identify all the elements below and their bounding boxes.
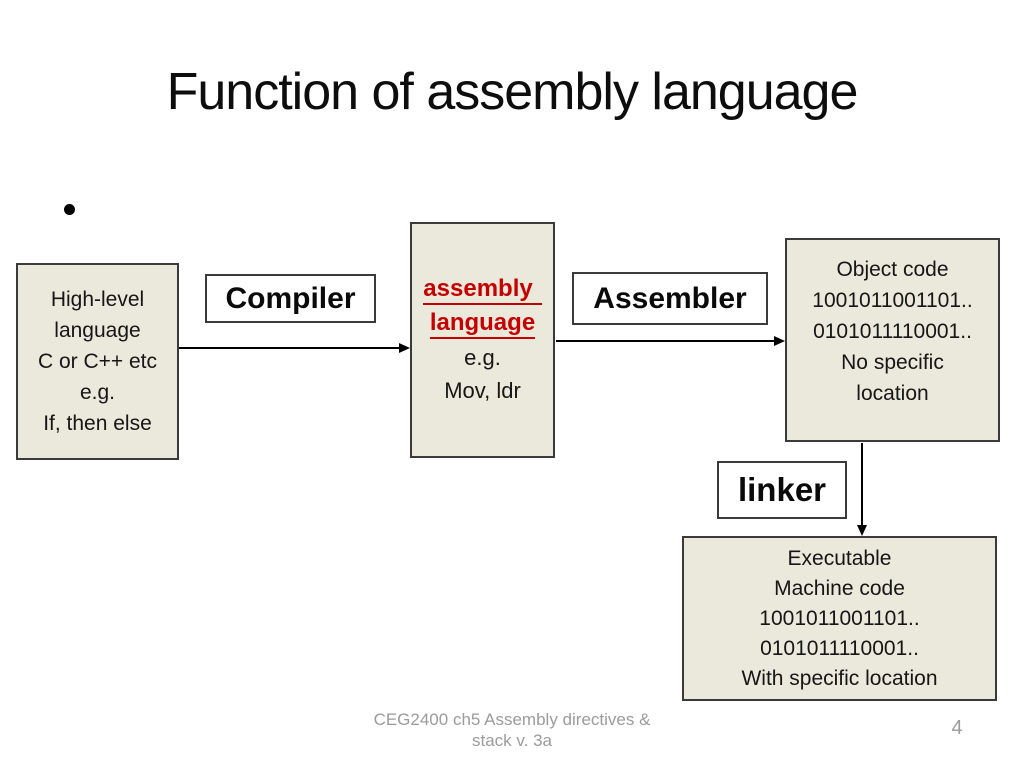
bullet-point-icon <box>64 204 75 215</box>
arrowhead-down-icon <box>857 525 867 536</box>
assembler-label-box: Assembler <box>572 272 768 325</box>
box-line: If, then else <box>43 412 152 435</box>
arrow-objectcode-to-executable <box>861 443 863 527</box>
box-line: 1001011001101.. <box>812 289 973 312</box>
assembly-red-line: assembly <box>423 273 542 307</box>
footer-line-1: CEG2400 ch5 Assembly directives & <box>373 710 651 729</box>
assembly-red-line: language <box>429 307 536 341</box>
box-line: 1001011001101.. <box>759 606 920 630</box>
compiler-label-box: Compiler <box>205 274 376 323</box>
box-line: e.g. <box>79 381 116 404</box>
box-line: High-level <box>50 288 145 311</box>
footer-line-2: stack v. 3a <box>472 731 552 750</box>
linker-label-box: linker <box>717 461 847 519</box>
box-line: location <box>856 382 929 405</box>
box-line: With specific location <box>741 666 938 690</box>
box-line: 0101011110001.. <box>760 636 919 660</box>
object-code-box: Object code 1001011001101.. 010101111000… <box>785 238 1000 442</box>
arrow-assembly-to-objectcode <box>556 340 776 342</box>
box-line: No specific <box>841 351 944 374</box>
box-line: C or C++ etc <box>37 350 158 373</box>
high-level-language-box: High-level language C or C++ etc e.g. If… <box>16 263 179 460</box>
linker-label: linker <box>737 471 827 508</box>
box-line: Mov, ldr <box>444 378 521 403</box>
slide-title: Function of assembly language <box>166 63 859 121</box>
arrowhead-right-icon <box>774 336 785 346</box>
box-line: e.g. <box>464 345 501 370</box>
arrow-highlevel-to-assembly <box>179 347 402 349</box>
box-line: 0101011110001.. <box>813 320 972 343</box>
box-line: language <box>54 319 141 342</box>
box-line: Machine code <box>774 576 905 600</box>
page-number: 4 <box>951 717 963 739</box>
box-line: Executable <box>787 546 892 570</box>
assembler-label: Assembler <box>593 281 747 315</box>
arrowhead-right-icon <box>399 343 410 353</box>
compiler-label: Compiler <box>225 281 356 315</box>
assembly-language-box: assembly language e.g. Mov, ldr <box>410 222 555 458</box>
slide-footer: CEG2400 ch5 Assembly directives & stack … <box>0 709 1024 751</box>
executable-box: Executable Machine code 1001011001101.. … <box>682 536 997 701</box>
box-line: Object code <box>836 258 949 281</box>
